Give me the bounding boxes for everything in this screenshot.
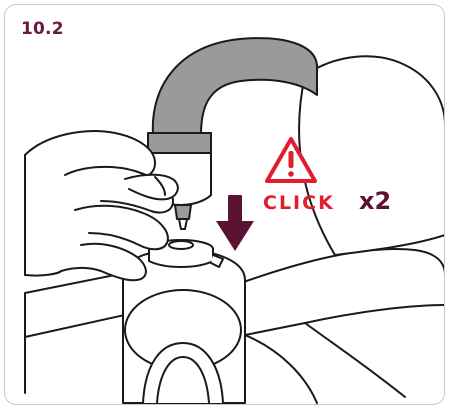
arrow-down-icon [216,195,254,251]
step-panel: 10.2 CLICK x2 [4,4,445,405]
click-label: CLICK [263,192,335,214]
repeat-count-label: x2 [359,187,391,215]
step-number: 10.2 [21,19,64,39]
background-shape [299,56,445,255]
